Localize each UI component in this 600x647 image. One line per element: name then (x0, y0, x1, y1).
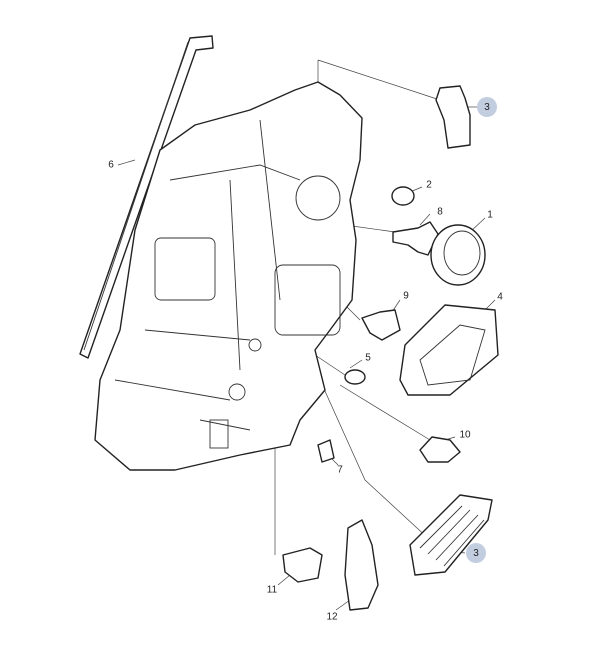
callout-11[interactable]: 11 (266, 584, 278, 596)
callout-5[interactable]: 5 (365, 352, 371, 364)
bulb-part (344, 369, 366, 385)
housing-details (114, 119, 341, 449)
callout-6[interactable]: 6 (108, 159, 114, 171)
control-module-top-part (435, 85, 471, 149)
callout-8[interactable]: 8 (437, 206, 443, 218)
clip-part (317, 439, 335, 463)
headlamp-housing (94, 81, 363, 471)
led-module-part (409, 494, 493, 576)
socket-cap-part (419, 436, 461, 463)
callout-3-highlighted[interactable]: 3 (466, 543, 486, 563)
callout-3-highlighted[interactable]: 3 (477, 97, 497, 117)
callout-2[interactable]: 2 (426, 179, 432, 191)
trim-strip-part (79, 35, 214, 359)
bulb-socket-part (361, 309, 401, 341)
callout-7[interactable]: 7 (337, 464, 343, 476)
callout-9[interactable]: 9 (403, 290, 409, 302)
actuator-part (282, 547, 323, 583)
headlamp-cap-part (430, 224, 486, 286)
callout-12[interactable]: 12 (326, 611, 338, 623)
callout-10[interactable]: 10 (459, 429, 471, 441)
ballast-module-part (399, 304, 499, 396)
xenon-bulb-part (392, 221, 439, 256)
callout-1[interactable]: 1 (487, 209, 493, 221)
callout-4[interactable]: 4 (497, 291, 503, 303)
bracket-part (344, 519, 379, 611)
cap-small-part (391, 186, 415, 206)
